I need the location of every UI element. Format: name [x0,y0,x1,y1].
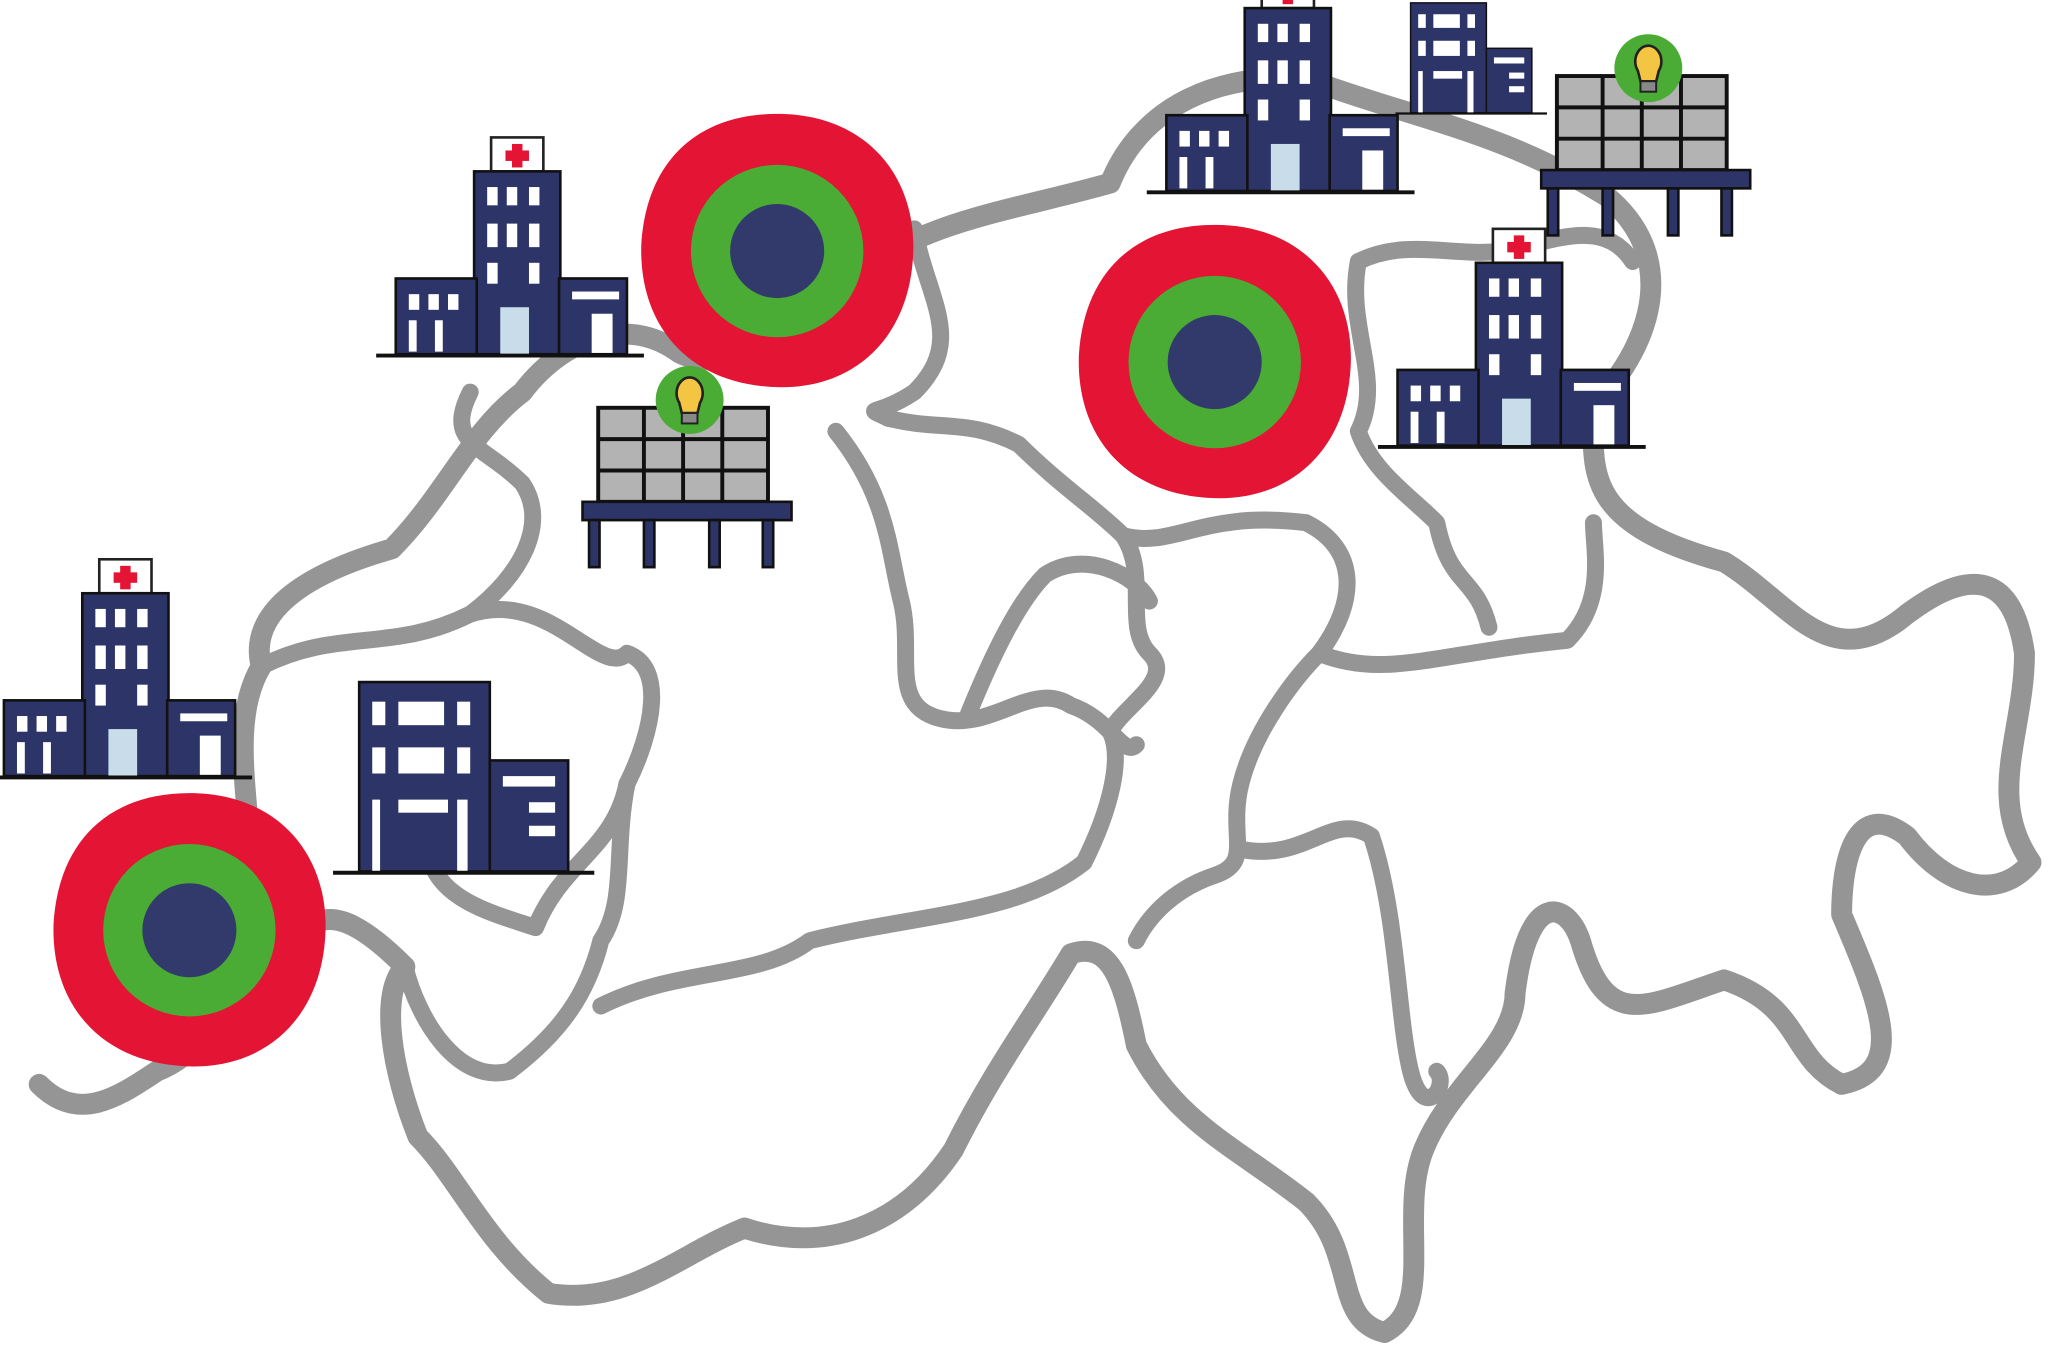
target-marker-basel [641,113,914,388]
target-marker-geneva [53,793,326,1067]
lightbulb-building-icon [580,364,794,570]
office-building-icon [331,680,597,875]
canton-borders [252,220,1642,1107]
target-icon [53,793,326,1067]
office-building-icon [1394,1,1549,115]
target-icon [641,113,914,388]
lightbulb-building-icon [1539,32,1753,238]
hospital-icon [0,557,255,780]
target-marker-zurich [1078,224,1351,499]
hospital-icon [1376,226,1648,449]
target-icon [1078,224,1351,499]
hospital-icon [374,135,646,358]
